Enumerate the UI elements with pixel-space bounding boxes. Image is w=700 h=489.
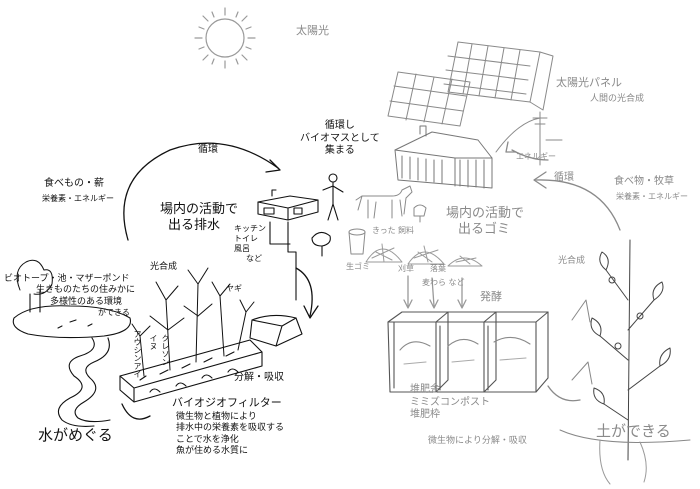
drainage-label: 場内の活動で出る排水 [160,202,239,234]
plant-label-3: クレソン [161,334,170,366]
cycle-label-top: 循環 [198,144,218,155]
solar-panel-icon [387,41,554,127]
biogeo-filter-icon [119,314,303,403]
fermentation-label: 発酵 [480,290,502,303]
food-right-title: 食べ物・牧草 [614,176,674,187]
cut-label: きった [372,226,396,235]
photosynthesis-label-left: 光合成 [150,262,178,272]
pond-icon [12,259,132,339]
biotope-label: ビオトープ・池・マザーポンド 生きものたちの住みかに 多様性のある環境 ができる [4,274,136,317]
yagi-label: ヤギ [226,284,242,293]
ochiba-label: 落葉 [430,264,446,273]
garbage-pile-icon [365,243,483,267]
facilities-label: キッチントイレ風呂など [234,224,266,263]
compost-note: 微生物により分解・吸収 [428,436,527,446]
water-cycle-label: 水がめぐる [38,426,113,444]
kusa-label: 刈草 [398,264,414,273]
cycle-arrow-right-icon [403,141,621,402]
plant-label-2: イヌ [149,334,158,350]
stream-icon [57,337,111,427]
food-left-title: 食べもの・薪 [44,178,104,189]
biofilter-title: バイオジオフィルター [172,396,282,409]
reed-plant-icon [131,267,255,377]
photosynthesis-label-right: 光合成 [558,256,586,266]
biofilter-desc: 微生物と植物により排水中の栄養素を吸収することで水を浄化魚が住める水質に [176,412,285,456]
bucket-icon [348,228,366,255]
wara-label: 麦わら など [422,278,465,287]
biomass-note: 循環しバイオマスとして集まる [300,120,380,156]
namagomi-label: 生ゴミ [346,262,370,271]
compost-label: 堆肥舎ミミズコンポスト堆肥枠 [410,384,490,420]
food-right-sub: 栄養素・エネルギー [616,192,688,201]
decomposition-label: 分解・吸収 [234,372,284,383]
soil-label: 土ができる [596,422,671,440]
cycle-arrow-icon [121,142,319,420]
plant-label-1: アウシンアイ [133,330,142,378]
plant-icon [559,239,691,485]
garbage-label: 場内の活動で出るゴミ [446,206,525,238]
sun-label: 太陽光 [296,24,329,37]
utility-pole-icon [495,111,563,166]
sun-icon [194,7,256,69]
goat-icon [355,185,427,223]
energy-label: エネルギー [516,152,556,161]
food-left-sub: 栄養素・エネルギー [42,194,114,203]
solar-panel-sub: 人間の光合成 [590,94,645,104]
cycle-label-right: 循環 [554,172,574,183]
solar-panel-title: 太陽光パネル [556,76,622,89]
feed-label: 飼料 [398,226,414,235]
facility-icon [257,189,331,301]
compost-bin-icon [387,311,549,393]
person-icon [322,173,344,221]
barn-icon [394,125,493,189]
